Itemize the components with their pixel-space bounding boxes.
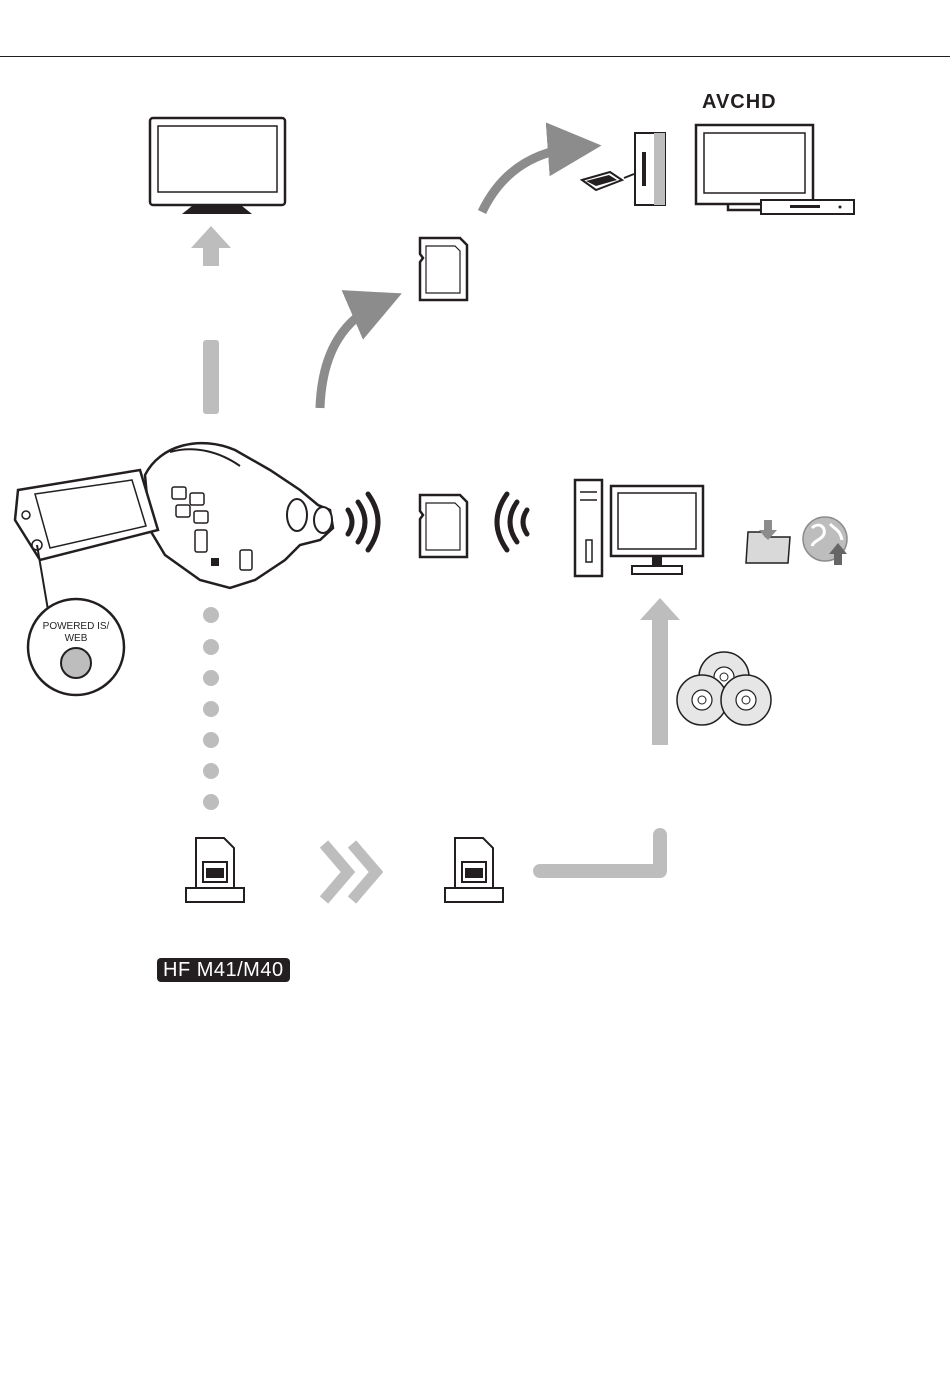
folder-download-icon (746, 520, 790, 563)
memory-card-icon (186, 838, 244, 902)
avchd-tv-icon (696, 125, 813, 210)
globe-upload-icon (803, 517, 847, 565)
powered-is-web-callout: POWERED IS/ WEB (28, 545, 124, 695)
powered-is-web-button (61, 648, 91, 678)
sd-card-icon (420, 495, 467, 557)
double-chevron-icon (324, 844, 376, 900)
up-arrow-icon (191, 226, 231, 414)
up-arrow-icon (640, 598, 680, 745)
camcorder-icon (15, 443, 333, 588)
sd-card-icon (420, 238, 467, 300)
avchd-logo: AVCHD (702, 91, 777, 113)
wireless-icon (348, 494, 378, 550)
callout-label-line1: POWERED IS/ (43, 621, 110, 632)
curved-arrow-icon (482, 147, 580, 212)
computer-icon (575, 480, 703, 576)
tv-icon (150, 118, 285, 214)
wireless-icon (497, 494, 527, 550)
player-icon (761, 200, 854, 214)
card-reader-icon (582, 133, 665, 205)
dot-trail (203, 607, 219, 810)
connector-arrow (540, 835, 660, 871)
callout-label-line2: WEB (65, 633, 88, 644)
curved-arrow-icon (320, 302, 382, 408)
disc-stack-icon (677, 652, 771, 725)
memory-card-icon (445, 838, 503, 902)
model-badge: HF M41/M40 (157, 958, 290, 982)
